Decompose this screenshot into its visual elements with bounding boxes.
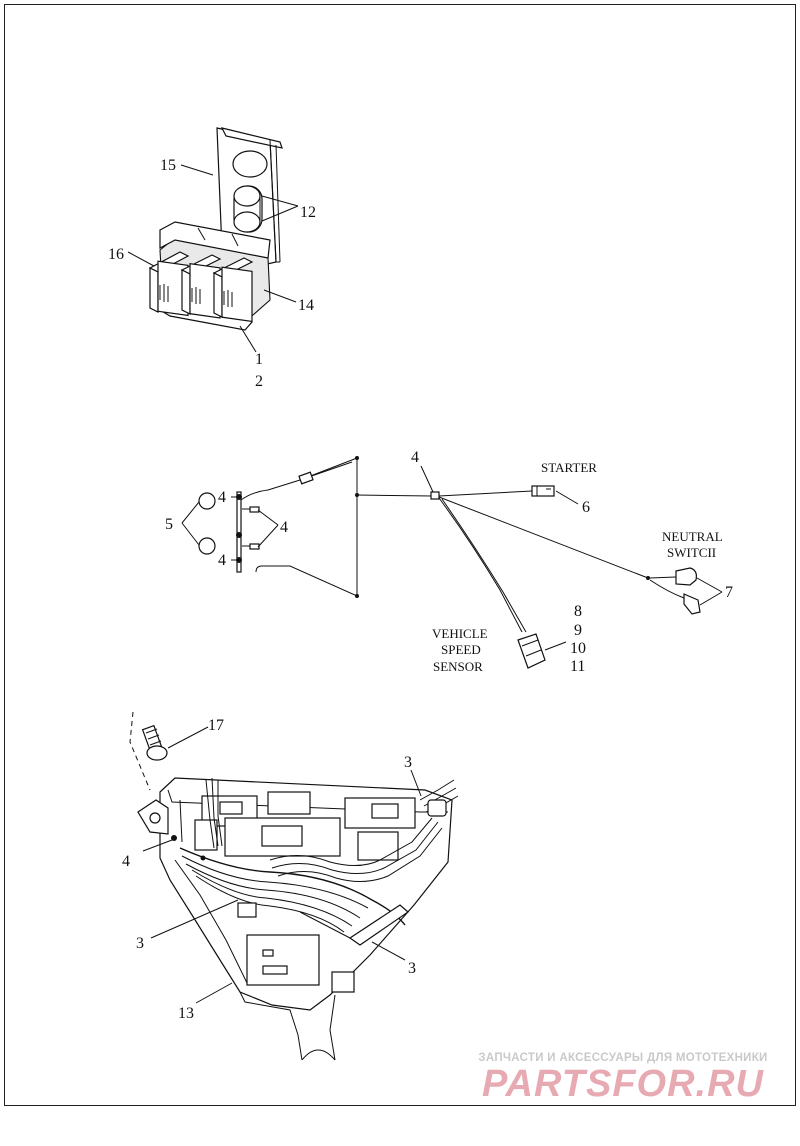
- callout-9: 9: [574, 622, 582, 639]
- callout-16: 16: [108, 246, 124, 263]
- callout-3-top: 3: [404, 754, 412, 771]
- cable-strap-mid: [236, 532, 242, 538]
- callout-10: 10: [570, 640, 586, 657]
- speed-sensor-connector: [517, 633, 546, 669]
- callout-7: 7: [725, 584, 733, 601]
- callout-11: 11: [570, 658, 585, 675]
- callout-12: 12: [300, 204, 316, 221]
- label-vss-3: SENSOR: [433, 659, 483, 674]
- callout-6: 6: [582, 499, 590, 516]
- wiring-harness: 4 4 4 4 5 6 7 8 9 10 11 STARTER NEUTRAL …: [165, 449, 733, 675]
- callout-3-right: 3: [408, 960, 416, 977]
- relay-assembly: 15 12 16 14 1 2: [108, 127, 316, 390]
- caddy-screw: 17: [129, 711, 224, 791]
- callout-2: 2: [255, 373, 263, 390]
- callout-13: 13: [178, 1005, 194, 1022]
- callout-5: 5: [165, 516, 173, 533]
- relay-right: [212, 257, 254, 323]
- neutral-switch-boot: [675, 567, 697, 586]
- cable-strap-top: [236, 494, 242, 500]
- label-vss-2: SPEED: [441, 642, 481, 657]
- callout-4-junction: 4: [411, 449, 419, 466]
- relay-left: [148, 251, 190, 317]
- watermark: ЗАПЧАСТИ И АКСЕССУАРЫ ДЛЯ МОТОТЕХНИКИ PA…: [458, 1052, 788, 1104]
- grommet-upper: [198, 492, 216, 510]
- callout-4-bottom: 4: [218, 552, 226, 569]
- relay-middle: [180, 254, 222, 319]
- label-neutral-switch-1: NEUTRAL: [662, 529, 723, 544]
- watermark-tagline: ЗАПЧАСТИ И АКСЕССУАРЫ ДЛЯ МОТОТЕХНИКИ: [478, 1052, 768, 1064]
- junction-strap: [430, 491, 440, 500]
- cable-strap-bottom: [236, 557, 242, 563]
- grommet-lower: [198, 537, 216, 555]
- label-vss-1: VEHICLE: [432, 626, 488, 641]
- clip-lower: [249, 543, 260, 550]
- callout-4-top: 4: [218, 489, 226, 506]
- drawing-frame: [4, 4, 796, 1106]
- starter-connector: [531, 485, 555, 497]
- callout-8: 8: [574, 603, 582, 620]
- callout-1: 1: [255, 351, 263, 368]
- label-neutral-switch-2: SWITCII: [667, 545, 716, 560]
- callout-15: 15: [160, 157, 176, 174]
- electrical-caddy: 17 4: [122, 711, 459, 1061]
- watermark-brand: PARTSFOR.RU: [482, 1063, 764, 1105]
- label-starter: STARTER: [541, 460, 597, 475]
- callout-17: 17: [208, 717, 224, 734]
- callout-14: 14: [298, 297, 314, 314]
- callout-3-left: 3: [136, 935, 144, 952]
- neutral-switch-terminal: [683, 593, 701, 615]
- callout-4-clips: 4: [280, 519, 288, 536]
- clip-upper: [249, 506, 260, 513]
- callout-4-caddy: 4: [122, 853, 130, 870]
- harness-sleeve: [298, 471, 314, 485]
